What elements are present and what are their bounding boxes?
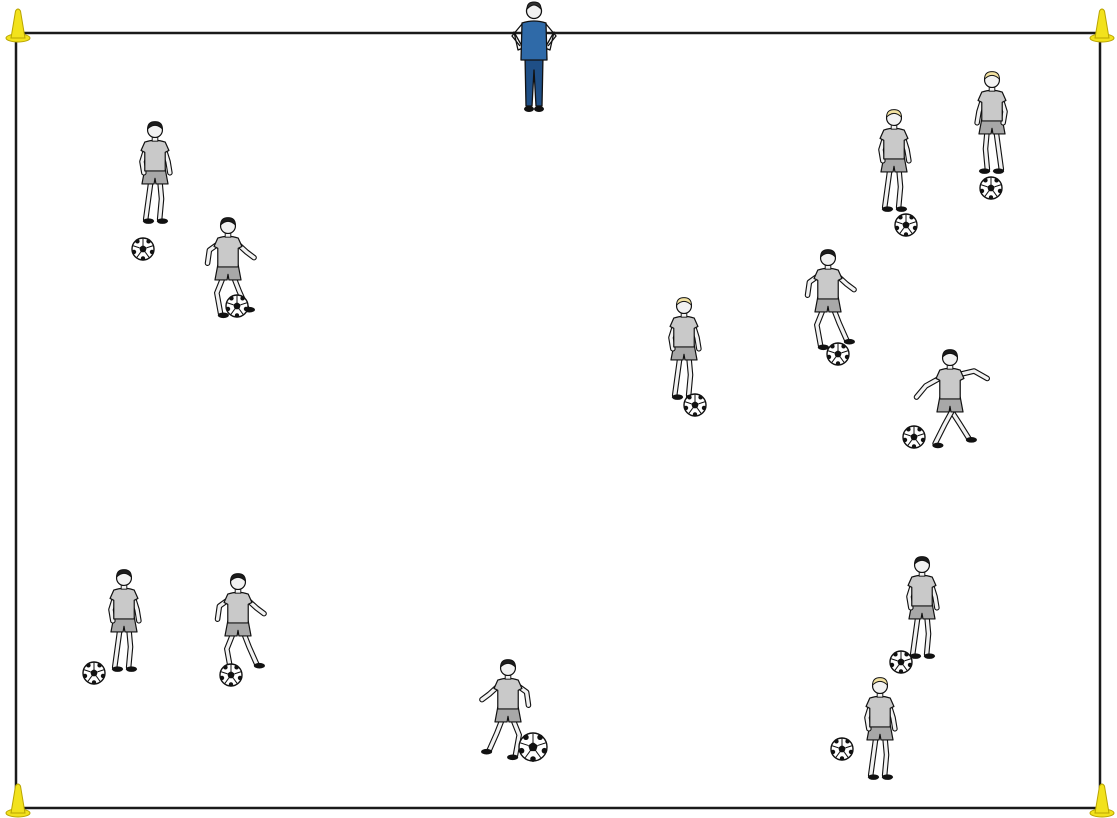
player-icon — [908, 557, 937, 659]
cone-icon — [6, 9, 30, 42]
coach-group — [512, 2, 556, 112]
soccer-ball-icon — [220, 664, 242, 687]
soccer-ball-icon — [831, 738, 853, 761]
cone-icon — [6, 784, 30, 817]
soccer-ball-icon — [684, 394, 706, 417]
coach-icon — [512, 2, 556, 112]
soccer-ball-icon — [83, 662, 105, 685]
player-icon — [977, 72, 1006, 174]
soccer-ball-icon — [980, 177, 1002, 200]
soccer-ball-icon — [903, 426, 925, 449]
soccer-ball-icon — [132, 238, 154, 261]
cone-icon — [1090, 784, 1114, 817]
player-icon — [218, 574, 265, 674]
player-icon — [110, 570, 139, 672]
soccer-ball-icon — [519, 733, 548, 762]
player-icon — [880, 110, 909, 212]
cone-icon — [1090, 9, 1114, 42]
field-boundary — [16, 33, 1100, 808]
player-icon — [670, 298, 699, 400]
soccer-ball-icon — [226, 295, 248, 318]
player-icon — [808, 250, 855, 350]
soccer-ball-icon — [827, 343, 849, 366]
player-icon — [866, 678, 895, 780]
boundary-line — [16, 33, 1100, 808]
player-icon — [917, 350, 988, 449]
players-group — [110, 72, 1006, 780]
soccer-ball-icon — [890, 651, 912, 674]
player-icon — [141, 122, 170, 224]
soccer-ball-icon — [895, 214, 917, 237]
